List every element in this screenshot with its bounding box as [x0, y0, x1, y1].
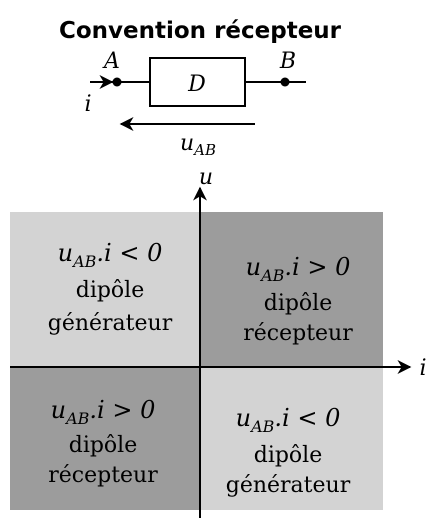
node-a-label: A [102, 49, 120, 74]
quadrant-expression: uAB.i < 0 [58, 239, 163, 271]
quadrant-line2: générateur [48, 311, 173, 336]
quadrant-line2: récepteur [243, 321, 353, 346]
quadrant-top-right-bg [200, 212, 383, 367]
quadrant-bottom-right-bg [200, 367, 383, 510]
node-b-dot [280, 77, 290, 87]
quadrant-bottom-left-bg [10, 367, 200, 510]
quadrant-top-left-bg [10, 212, 200, 367]
u-axis-label: u [199, 165, 213, 190]
voltage-var: u [180, 131, 194, 156]
quadrant-expression: uAB.i > 0 [246, 253, 351, 285]
circuit-schematic: A B D i uAB [84, 49, 306, 159]
quadrant-expression: uAB.i < 0 [236, 404, 341, 436]
node-b-label: B [279, 49, 296, 74]
quadrant-bottom-left: uAB.i > 0 dipôle récepteur [48, 396, 158, 488]
quadrant-line2: récepteur [48, 463, 158, 488]
dipole-box [149, 57, 246, 107]
quadrant-expression: uAB.i > 0 [51, 396, 156, 428]
dipole-label: D [187, 72, 206, 97]
current-label: i [84, 92, 91, 117]
quadrant-line1: dipôle [69, 433, 138, 458]
quadrant-line2: générateur [226, 473, 351, 498]
quadrant-line1: dipôle [264, 291, 333, 316]
quadrant-line1: dipôle [254, 443, 323, 468]
quadrant-bottom-right: uAB.i < 0 dipôle générateur [226, 404, 351, 498]
i-axis-label: i [419, 356, 426, 381]
node-a-dot [112, 77, 122, 87]
quadrant-top-right: uAB.i > 0 dipôle récepteur [243, 253, 353, 346]
voltage-label: uAB [180, 131, 216, 159]
voltage-sub: AB [192, 141, 216, 159]
quadrant-top-left: uAB.i < 0 dipôle générateur [48, 239, 173, 336]
quadrant-line1: dipôle [76, 278, 145, 303]
diagram-title: Convention récepteur [59, 18, 342, 44]
